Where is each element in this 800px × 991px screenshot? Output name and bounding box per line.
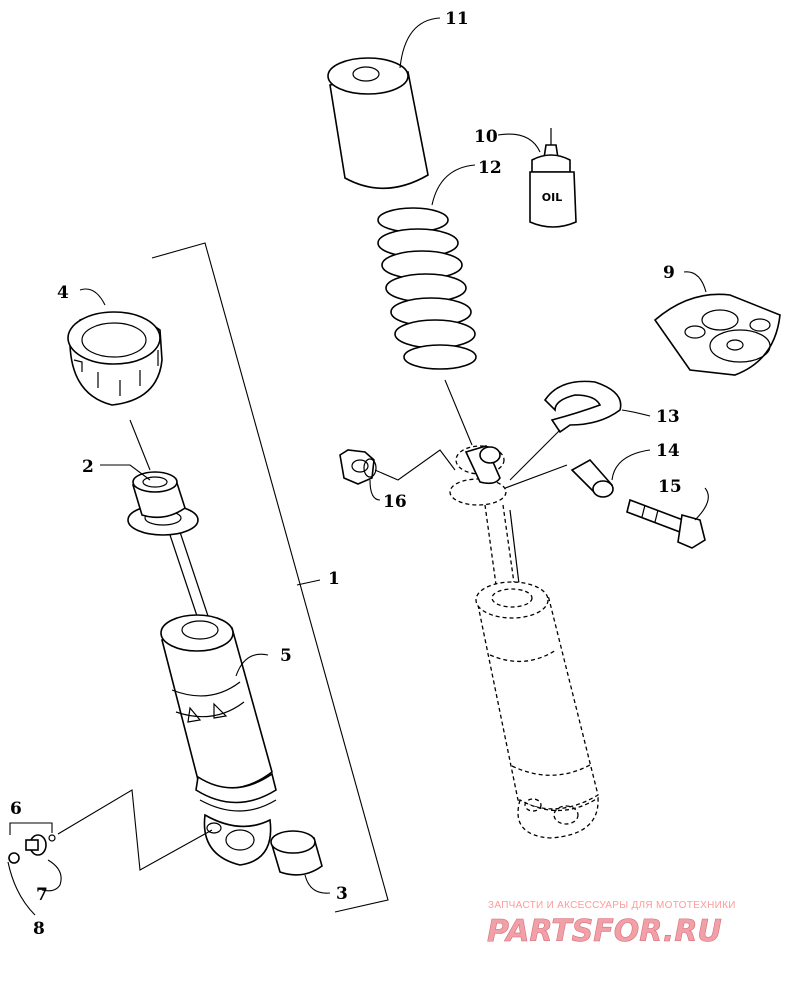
- watermark-logo: PARTSFOR.RU: [487, 914, 722, 949]
- partsfor-watermark: ЗАПЧАСТИ И АКСЕССУАРЫ ДЛЯ МОТОТЕХНИКИ PA…: [487, 900, 736, 949]
- callout-1: 1: [328, 569, 340, 589]
- spring-seat-part-13: [509, 380, 651, 481]
- callout-15: 15: [658, 477, 682, 497]
- bolt-part-15: [626, 487, 709, 549]
- callout-3: 3: [336, 884, 348, 904]
- callout-12: 12: [478, 158, 502, 178]
- assembly-bracket-1: [151, 242, 389, 913]
- leader-5: [235, 653, 269, 677]
- oil-bottle-part-10: OIL: [497, 128, 577, 228]
- lock-nut-part-16: [339, 449, 456, 501]
- callout-14: 14: [656, 441, 680, 461]
- callout-13: 13: [656, 407, 680, 427]
- callout-10: 10: [474, 127, 498, 147]
- callout-8: 8: [33, 919, 45, 939]
- callout-labels: 1 2 3 4 5 6 7 8 9 10 11 12 13 14 15 16: [10, 9, 682, 939]
- seal-kit-part-9: [653, 271, 781, 376]
- callout-6: 6: [10, 799, 22, 819]
- right-shock-absorber-ghost: [449, 445, 599, 839]
- callout-2: 2: [82, 457, 94, 477]
- callout-11: 11: [445, 9, 469, 29]
- left-shock-absorber: [127, 504, 277, 866]
- valve-assembly-parts-6-7-8: [7, 789, 213, 916]
- callout-7: 7: [36, 885, 48, 905]
- sleeve-part-14: [499, 449, 651, 498]
- bushing-part-2: [100, 464, 186, 519]
- bump-stop-part-11: [327, 17, 441, 190]
- oil-label: OIL: [542, 191, 562, 204]
- callout-16: 16: [383, 492, 407, 512]
- coil-spring-part-12: [377, 164, 477, 446]
- spring-adjuster-nut-part-4: [67, 288, 163, 471]
- bushing-part-3: [270, 830, 331, 894]
- callout-5: 5: [280, 646, 292, 666]
- watermark-tagline: ЗАПЧАСТИ И АКСЕССУАРЫ ДЛЯ МОТОТЕХНИКИ: [488, 900, 736, 911]
- callout-9: 9: [663, 263, 675, 283]
- callout-4: 4: [57, 283, 69, 303]
